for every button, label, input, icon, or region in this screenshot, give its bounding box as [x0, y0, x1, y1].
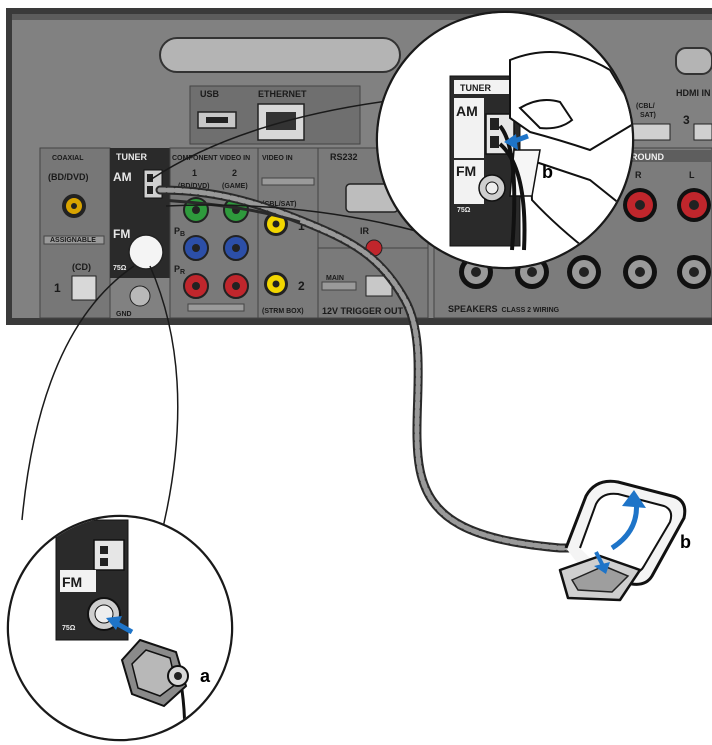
- top-zoom-leader-lower: [165, 204, 421, 233]
- surround-terminals: [623, 188, 711, 222]
- optical-jack: [71, 275, 97, 301]
- trigger-label: 12V TRIGGER OUT: [322, 306, 404, 316]
- rs232-label: RS232: [330, 152, 358, 162]
- am-loop-antenna[interactable]: [558, 479, 687, 602]
- pb-label: PB: [174, 226, 185, 238]
- panel-fm-jack: [128, 234, 164, 270]
- hdmi-2-port: [627, 123, 671, 141]
- am-antenna-cable: [157, 187, 593, 551]
- surround-l-label: L: [689, 170, 695, 180]
- component-label: COMPONENT VIDEO IN: [172, 155, 250, 162]
- zoom-bottom-75ohm-label: 75Ω: [62, 625, 76, 632]
- optical-source-label: (CD): [72, 262, 91, 272]
- panel-75ohm-label: 75Ω: [113, 265, 127, 272]
- hdmi-3-port: [693, 123, 712, 141]
- bottom-zoom-leader-left: [21, 265, 135, 521]
- optical-number: 1: [54, 281, 61, 295]
- bottom-zoom-callout: FM 75Ω: [6, 514, 234, 745]
- component-2-label: 2: [232, 168, 237, 178]
- ethernet-label: ETHERNET: [258, 89, 307, 99]
- coaxial-source-label: (BD/DVD): [48, 172, 89, 182]
- zoom-insert-arrow: [504, 134, 518, 150]
- component-1-source: (BD/DVD): [178, 183, 210, 190]
- top-zoom-callout: TUNER AM FM 75Ω: [375, 10, 635, 270]
- top-zoom-leader-upper: [149, 99, 396, 181]
- video-in-1-source: (CBL/SAT): [262, 201, 296, 208]
- assignable-label: ASSIGNABLE: [50, 237, 96, 244]
- surround-r-label: R: [635, 170, 642, 180]
- gnd-label: GND: [116, 311, 132, 318]
- callout-b-top: b: [542, 162, 553, 182]
- zoom-75ohm-label: 75Ω: [457, 207, 471, 214]
- hdmi-label: HDMI IN: [676, 88, 711, 98]
- hdmi-2-source-b: SAT): [640, 112, 656, 119]
- panel-tuner-label: TUNER: [116, 152, 147, 162]
- ethernet-port: ETHERNET: [257, 89, 307, 141]
- panel-am-label: AM: [113, 170, 132, 184]
- callout-a: a: [200, 666, 211, 686]
- video-in-2-source: (STRM BOX): [262, 308, 304, 315]
- usb-label: USB: [200, 89, 220, 99]
- callout-b-antenna: b: [680, 532, 691, 552]
- hdmi-3-number: 3: [683, 113, 690, 127]
- video-in-label: VIDEO IN: [262, 155, 293, 162]
- pr-label: PR: [174, 264, 185, 276]
- zoom-am-label: AM: [456, 103, 478, 119]
- main-label: MAIN: [326, 275, 344, 282]
- hdmi-2-source-a: (CBL/: [636, 103, 655, 110]
- bottom-zoom-leader-right: [149, 265, 179, 541]
- zoom-bottom-insert-arrow: [106, 616, 122, 630]
- gnd-screw: [129, 285, 151, 307]
- fm-antenna-plug[interactable]: [120, 638, 189, 745]
- component-1-label: 1: [192, 168, 197, 178]
- ir-label: IR: [360, 226, 370, 236]
- coaxial-label: COAXIAL: [52, 155, 84, 162]
- video-in-1-number: 1: [298, 219, 305, 233]
- video-in-2-number: 2: [298, 279, 305, 293]
- panel-fm-label: FM: [113, 227, 130, 241]
- surround-label: SURROUND: [612, 152, 665, 162]
- zoom-tuner-label: TUNER: [460, 83, 491, 93]
- top-vent: [159, 37, 401, 73]
- zoom-bottom-fm-label: FM: [62, 574, 82, 590]
- component-2-source: (GAME): [222, 183, 248, 190]
- zoom-fm-label: FM: [456, 163, 476, 179]
- usb-port: USB: [197, 89, 237, 129]
